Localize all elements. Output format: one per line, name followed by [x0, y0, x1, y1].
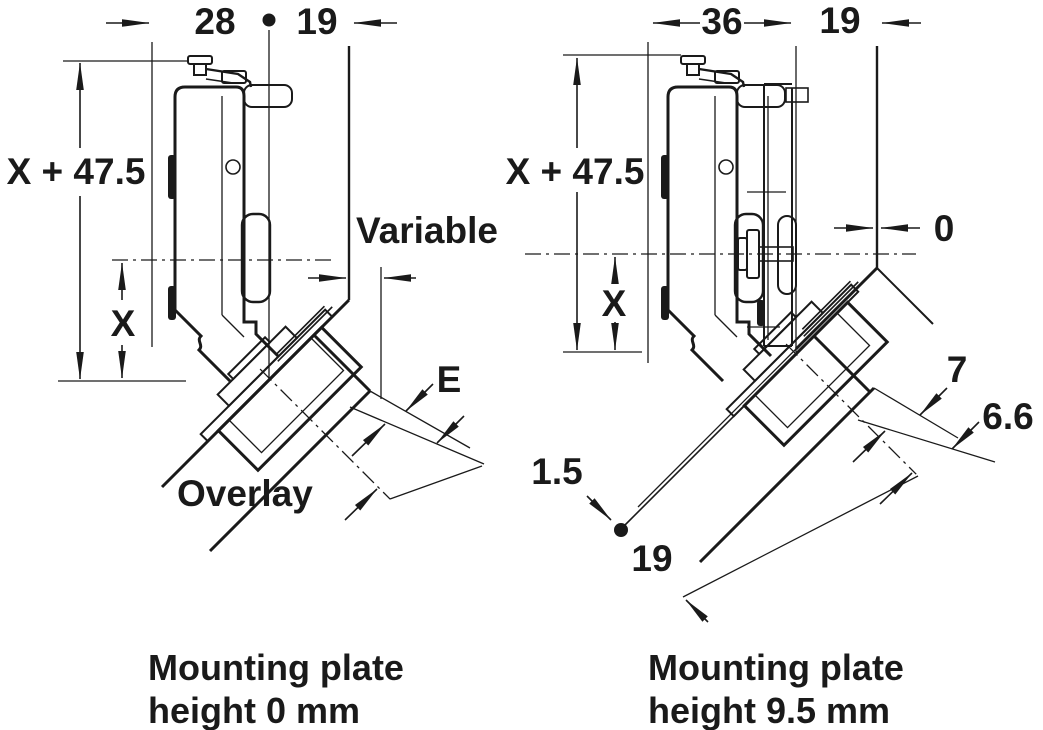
left-top-dimension: 28 19	[106, 1, 397, 42]
right-x-dimension: X	[602, 256, 627, 351]
right-top-dimension: 36 19	[652, 0, 921, 42]
right-dim-0: 0	[934, 208, 955, 249]
left-label-e: E	[437, 359, 462, 400]
left-variable-dimension: Variable	[308, 210, 498, 282]
left-hinge-body	[166, 54, 294, 383]
right-caption-line2: height 9.5 mm	[648, 690, 890, 730]
right-7-66-dimensions: 7 6.6	[852, 349, 1034, 505]
right-cross-mounting-plate	[737, 83, 809, 347]
left-caption: Mounting plate height 0 mm	[148, 647, 404, 730]
left-door-edge	[312, 333, 372, 393]
plate-dowel	[785, 87, 809, 103]
left-x475-dimension: X + 47.5	[7, 62, 146, 380]
right-dim-66: 6.6	[982, 396, 1033, 437]
right-caption-line1: Mounting plate	[648, 647, 904, 688]
left-caption-line2: height 0 mm	[148, 690, 360, 730]
left-door-outer-face	[208, 389, 372, 553]
right-panel-chamfer	[794, 266, 879, 351]
left-x-dimension: X	[111, 262, 136, 379]
left-label-variable: Variable	[356, 210, 498, 251]
left-cup	[182, 286, 459, 563]
left-dim-reference-dot	[262, 13, 276, 27]
right-cup	[708, 261, 985, 538]
right-caption: Mounting plate height 9.5 mm	[648, 647, 904, 730]
right-door-edge	[812, 334, 872, 394]
left-dim-19-top: 19	[296, 1, 337, 42]
left-reference-lines	[58, 30, 382, 399]
left-dim-x475: X + 47.5	[7, 151, 146, 192]
right-door-outer-face	[698, 386, 876, 564]
right-gap-dot	[614, 523, 628, 537]
right-dim-19-bottom: 19	[631, 538, 672, 579]
left-caption-line1: Mounting plate	[148, 647, 404, 688]
left-e-overlay-dimensions: E Overlay	[177, 359, 485, 521]
right-dim-7: 7	[947, 349, 968, 390]
right-dim-x: X	[602, 283, 627, 324]
right-reference-lines	[525, 42, 916, 363]
right-diagram-mounting-plate-9.5mm: 36 19 X + 47.5 X 0	[506, 0, 1034, 730]
left-label-overlay: Overlay	[177, 473, 313, 514]
right-corner-extension	[876, 267, 934, 325]
right-x475-dimension: X + 47.5	[506, 57, 645, 351]
left-dim-28: 28	[194, 1, 235, 42]
right-dim-19-top: 19	[819, 0, 860, 41]
right-dim-15: 1.5	[531, 451, 582, 492]
right-bottom-19-dimension: 19	[631, 475, 919, 623]
right-15-callout: 1.5	[531, 451, 628, 537]
right-dim-x475: X + 47.5	[506, 151, 645, 192]
right-door-45deg	[620, 266, 934, 564]
left-dim-x: X	[111, 303, 136, 344]
right-zero-dimension: 0	[834, 208, 954, 249]
left-diagram-mounting-plate-0mm: 28 19 X + 47.5 X Variable	[7, 1, 498, 730]
right-dim-36: 36	[701, 1, 742, 42]
right-hinge-body	[659, 54, 787, 383]
